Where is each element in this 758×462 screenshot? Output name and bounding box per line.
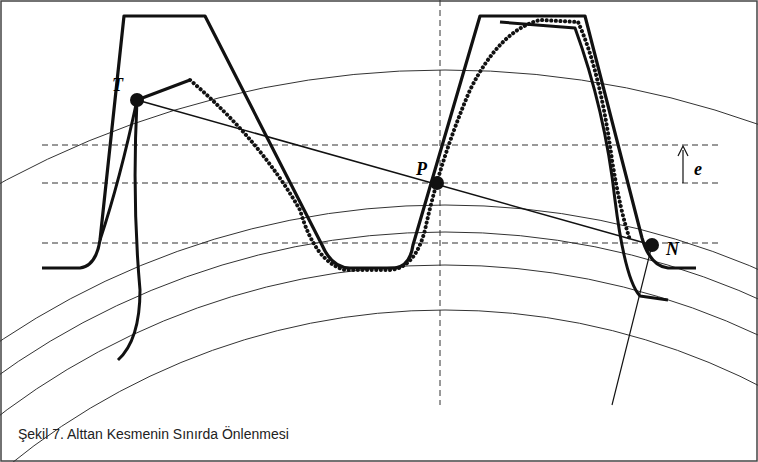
- dimension-label: e: [694, 160, 702, 178]
- point-label: T: [112, 76, 123, 94]
- point-label: P: [416, 160, 427, 178]
- point-label: N: [666, 240, 679, 258]
- figure-caption: Şekil 7. Alttan Kesmenin Sınırda Önlenme…: [18, 426, 289, 443]
